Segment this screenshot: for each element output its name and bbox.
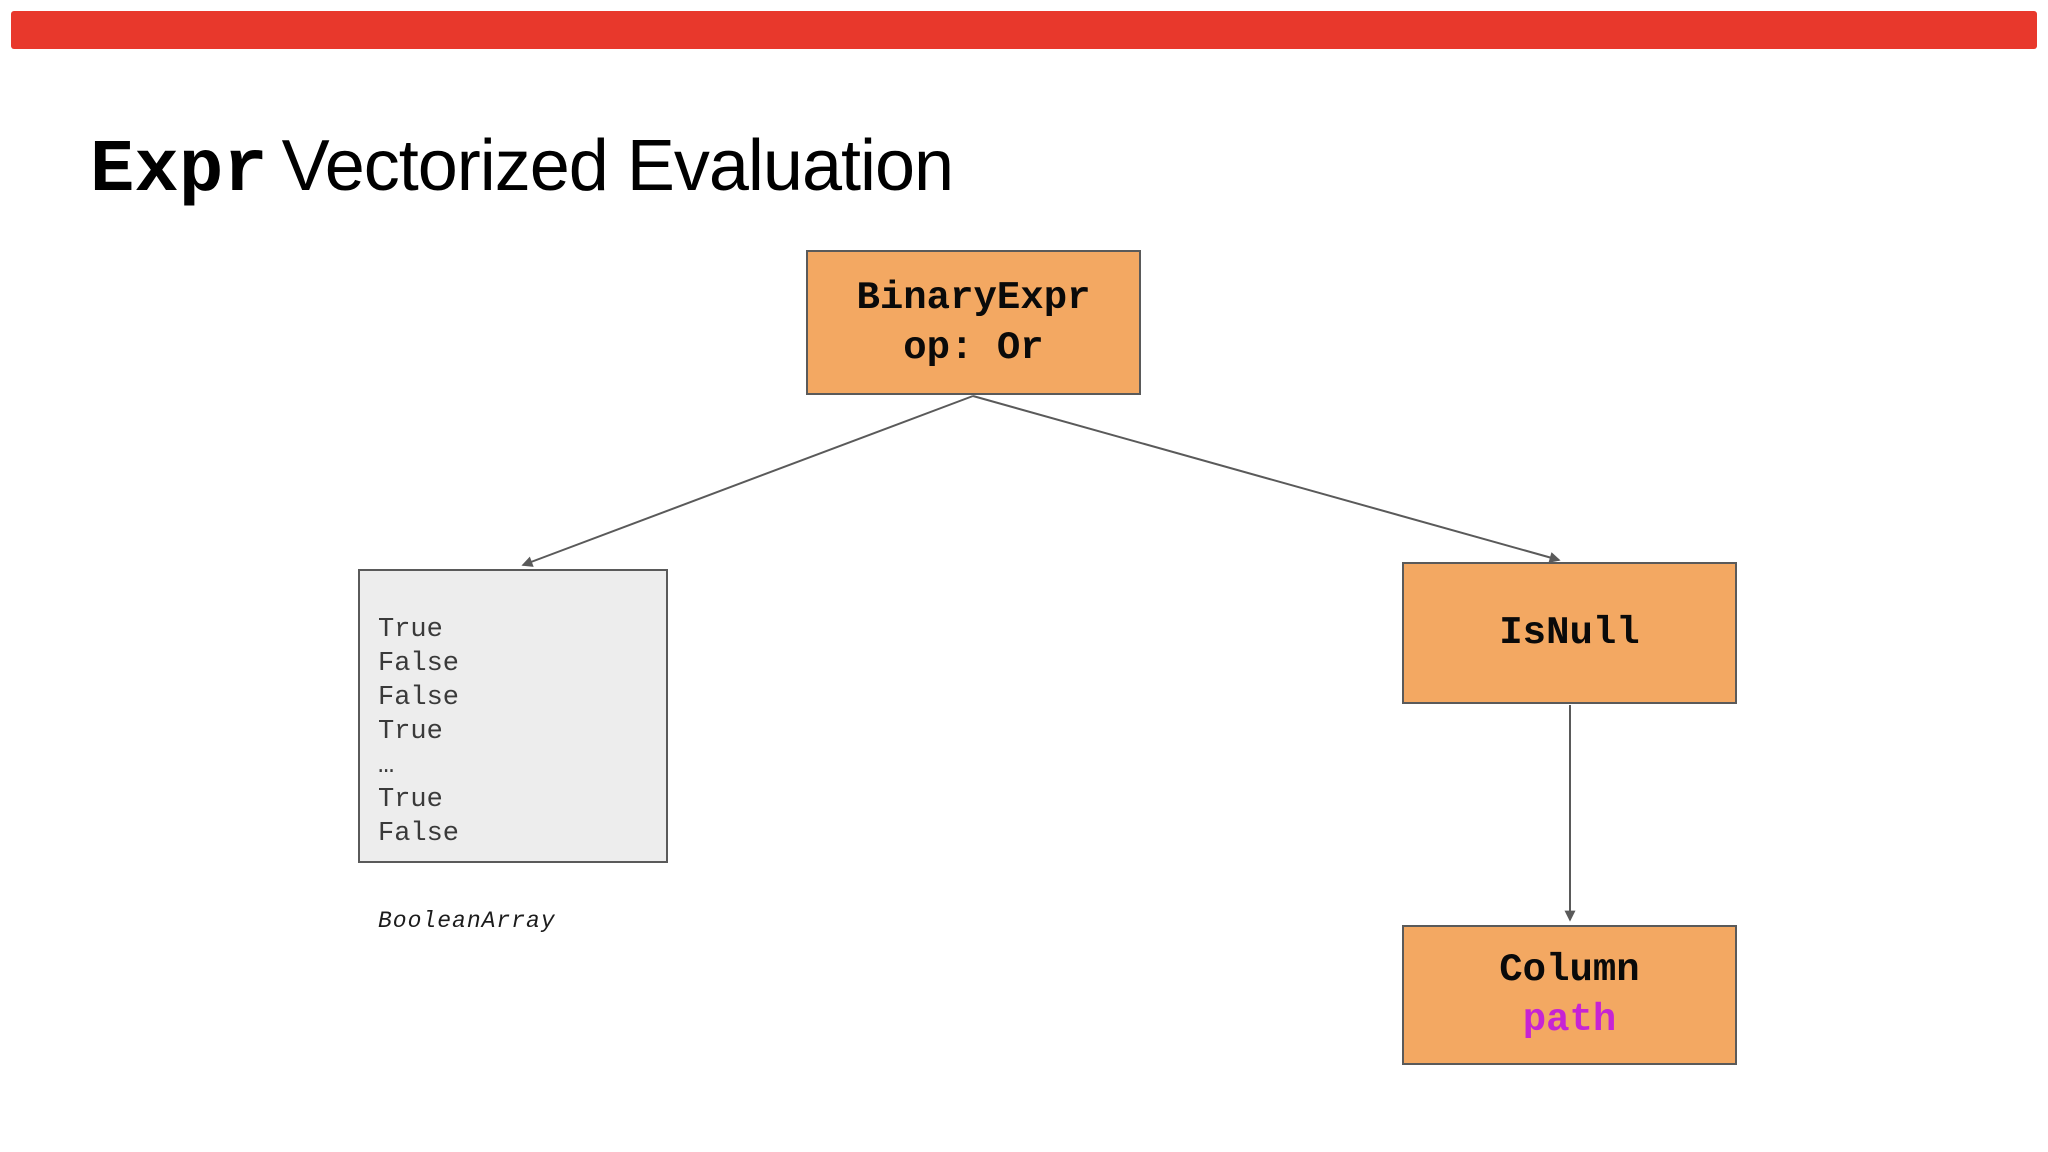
slide-accent-bar: [11, 11, 2037, 49]
boolean-array-value: False: [378, 683, 460, 713]
boolean-array-caption: BooleanArray: [378, 908, 556, 934]
title-code-part: Expr: [90, 129, 268, 213]
boolean-array-box: True False False True … True False: [358, 569, 668, 863]
boolean-array-value: False: [378, 649, 460, 679]
node-is-null-title: IsNull: [1499, 611, 1640, 655]
node-binary-expr: BinaryExpr op: Or: [806, 250, 1141, 395]
arrow-binaryexpr-to-isnull: [972, 395, 1561, 563]
node-binary-expr-title: BinaryExpr: [856, 275, 1091, 320]
boolean-array-value: False: [378, 819, 460, 849]
node-column-path: path: [1522, 998, 1617, 1042]
title-text-part: Vectorized Evaluation: [281, 126, 954, 206]
boolean-array-value: …: [378, 751, 395, 781]
node-column-title: Column: [1499, 948, 1640, 992]
node-is-null: IsNull: [1402, 562, 1737, 704]
node-binary-expr-op: op: Or: [903, 325, 1044, 370]
node-column: Column path: [1402, 925, 1737, 1065]
boolean-array-value: True: [378, 785, 443, 815]
arrow-binaryexpr-to-booleanarray: [521, 395, 974, 567]
boolean-array-value: True: [378, 717, 443, 747]
boolean-array-value: True: [378, 615, 443, 645]
